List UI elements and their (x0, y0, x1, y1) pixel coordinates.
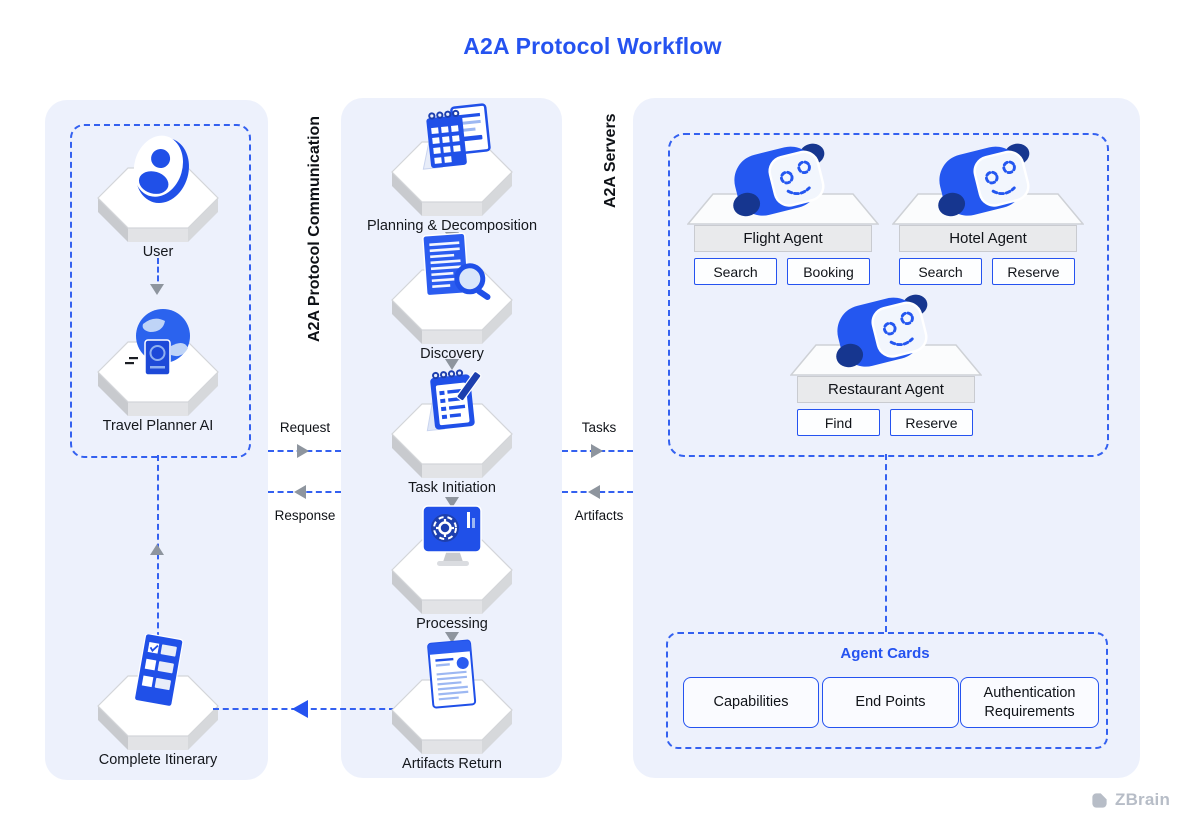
arrow-left-icon (294, 485, 306, 499)
node-user: User (83, 126, 233, 260)
card-authentication-requirements: Authentication Requirements (960, 677, 1099, 728)
agent-name-restaurant: Restaurant Agent (797, 376, 975, 403)
node-task-initiation: Task Initiation (377, 362, 527, 496)
agents-dashed-box (668, 133, 1109, 457)
flight-booking-button[interactable]: Booking (787, 258, 870, 285)
node-discovery: Discovery (377, 228, 527, 362)
artifacts-label: Artifacts (574, 508, 624, 523)
step-label-planning: Planning & Decomposition (366, 218, 538, 234)
step-label-processing: Processing (416, 616, 488, 632)
report-document-icon (428, 640, 475, 707)
robot-head-icon (725, 143, 841, 230)
step-label-artifacts-return: Artifacts Return (402, 756, 502, 772)
step-label-task-initiation: Task Initiation (408, 480, 496, 496)
card-capabilities: Capabilities (683, 677, 819, 728)
arrow-up-icon (150, 544, 164, 555)
client-dashed-box (70, 124, 251, 458)
node-travel-planner: Travel Planner AI (83, 300, 233, 434)
robot-head-icon (930, 143, 1046, 230)
zbrain-logo-icon (1090, 791, 1109, 810)
node-planning: Planning & Decomposition (367, 100, 537, 234)
node-label-travel-planner: Travel Planner AI (102, 418, 214, 434)
node-artifacts-return: Artifacts Return (377, 638, 527, 772)
step-arrow-down-icon (445, 497, 459, 508)
agent-name-hotel: Hotel Agent (899, 225, 1077, 252)
protocol-heading: A2A Protocol Communication (306, 115, 323, 343)
node-processing: Processing (377, 498, 527, 632)
flight-search-button[interactable]: Search (694, 258, 777, 285)
agent-cards-title: Agent Cards (840, 645, 930, 662)
node-label-user: User (142, 244, 174, 260)
hotel-search-button[interactable]: Search (899, 258, 982, 285)
step-arrow-down-icon (445, 632, 459, 643)
agent-cards-box (666, 632, 1108, 749)
servers-heading: A2A Servers (602, 113, 619, 209)
step-arrow-down-icon (445, 359, 459, 370)
user-to-planner-line (157, 258, 159, 290)
agents-to-cards-line (885, 454, 887, 632)
node-label-complete-itinerary: Complete Itinerary (98, 752, 218, 768)
step-label-discovery: Discovery (420, 346, 484, 362)
arrow-left-icon (588, 485, 600, 499)
arrow-left-blue-icon (292, 700, 308, 718)
hotel-reserve-button[interactable]: Reserve (992, 258, 1075, 285)
brand-name: ZBrain (1115, 790, 1171, 809)
node-complete-itinerary: Complete Itinerary (83, 634, 233, 768)
document-magnifier-icon (423, 231, 492, 305)
brand-logo: ZBrain (1090, 790, 1170, 810)
tasks-label: Tasks (581, 420, 617, 435)
request-label: Request (279, 420, 331, 435)
arrow-right-icon (591, 444, 603, 458)
arrow-down-icon (150, 284, 164, 295)
restaurant-reserve-button[interactable]: Reserve (890, 409, 973, 436)
arrow-right-icon (297, 444, 309, 458)
page-title: A2A Protocol Workflow (463, 33, 722, 59)
restaurant-find-button[interactable]: Find (797, 409, 880, 436)
robot-head-icon (828, 294, 944, 381)
agent-name-flight: Flight Agent (694, 225, 872, 252)
card-end-points: End Points (822, 677, 959, 728)
response-label: Response (274, 508, 336, 523)
